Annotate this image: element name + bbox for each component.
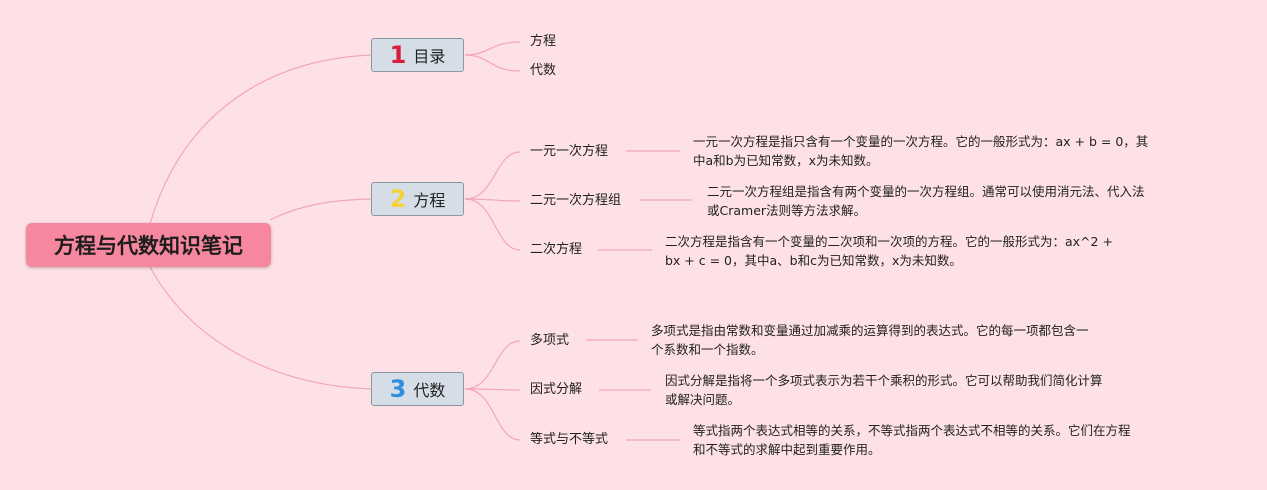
description-line: 等式指两个表达式相等的关系，不等式指两个表达式不相等的关系。它们在方程: [693, 423, 1131, 438]
description-line: 二元一次方程组是指含有两个变量的一次方程组。通常可以使用消元法、代入法: [707, 184, 1145, 199]
topic-node-equation[interactable]: 2 方程: [371, 182, 464, 216]
description-line: 或解决问题。: [665, 392, 741, 407]
description-line: 和不等式的求解中起到重要作用。: [693, 442, 881, 457]
number-2-icon: 2: [389, 185, 407, 213]
topic-node-algebra[interactable]: 3 代数: [371, 372, 464, 406]
description-line: 二次方程是指含有一个变量的二次项和一次项的方程。它的一般形式为：ax^2 +: [665, 234, 1113, 249]
description-line: 一元一次方程是指只含有一个变量的一次方程。它的一般形式为：ax + b = 0，…: [693, 134, 1149, 149]
description-line: 个系数和一个指数。: [651, 342, 764, 357]
topic-label: 目录: [413, 47, 446, 66]
root-title: 方程与代数知识笔记: [54, 234, 243, 258]
description-line: 或Cramer法则等方法求解。: [707, 203, 867, 218]
description-line: bx + c = 0，其中a、b和c为已知常数，x为未知数。: [665, 253, 962, 268]
root-node[interactable]: 方程与代数知识笔记: [26, 223, 271, 267]
description-quadratic: 二次方程是指含有一个变量的二次项和一次项的方程。它的一般形式为：ax^2 + b…: [665, 232, 1113, 270]
topic-label: 方程: [413, 191, 446, 210]
subtopic-equality-inequality[interactable]: 等式与不等式: [530, 432, 609, 447]
subtopic-linear-system[interactable]: 二元一次方程组: [530, 193, 622, 208]
description-factorization: 因式分解是指将一个多项式表示为若干个乘积的形式。它可以帮助我们简化计算 或解决问…: [665, 371, 1103, 409]
number-3-icon: 3: [389, 375, 407, 403]
topic-label: 代数: [413, 381, 446, 400]
topic-node-contents[interactable]: 1 目录: [371, 38, 464, 72]
subtopic-algebra[interactable]: 代数: [530, 63, 557, 78]
description-line: 多项式是指由常数和变量通过加减乘的运算得到的表达式。它的每一项都包含一: [651, 323, 1089, 338]
subtopic-linear-equation[interactable]: 一元一次方程: [530, 144, 609, 159]
description-polynomial: 多项式是指由常数和变量通过加减乘的运算得到的表达式。它的每一项都包含一 个系数和…: [651, 321, 1089, 359]
subtopic-factorization[interactable]: 因式分解: [530, 382, 583, 397]
description-equality-inequality: 等式指两个表达式相等的关系，不等式指两个表达式不相等的关系。它们在方程 和不等式…: [693, 421, 1131, 459]
subtopic-equation[interactable]: 方程: [530, 34, 557, 49]
subtopic-polynomial[interactable]: 多项式: [530, 333, 570, 348]
description-line: 因式分解是指将一个多项式表示为若干个乘积的形式。它可以帮助我们简化计算: [665, 373, 1103, 388]
number-1-icon: 1: [389, 41, 407, 69]
description-linear-equation: 一元一次方程是指只含有一个变量的一次方程。它的一般形式为：ax + b = 0，…: [693, 132, 1148, 170]
description-line: 中a和b为已知常数，x为未知数。: [693, 153, 879, 168]
description-linear-system: 二元一次方程组是指含有两个变量的一次方程组。通常可以使用消元法、代入法 或Cra…: [707, 182, 1145, 220]
subtopic-quadratic[interactable]: 二次方程: [530, 242, 583, 257]
